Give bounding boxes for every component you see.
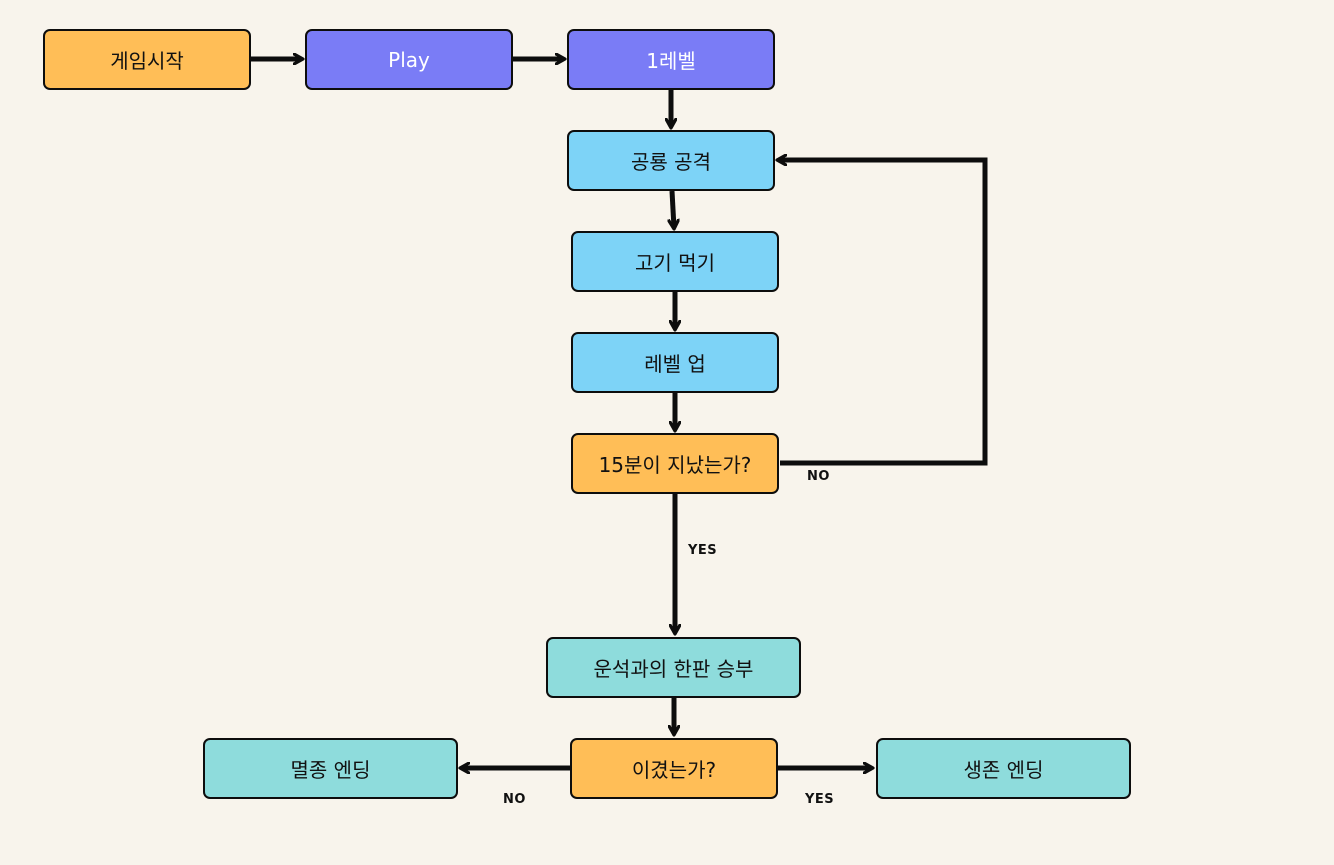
node-game-start: 게임시작 xyxy=(43,29,251,90)
node-level1-label: 1레벨 xyxy=(646,49,696,73)
node-won-check-label: 이겼는가? xyxy=(631,758,717,782)
node-survival-ending-label: 생존 엔딩 xyxy=(963,758,1044,782)
node-meteor-battle: 운석과의 한판 승부 xyxy=(546,637,801,698)
node-level-up-label: 레벨 업 xyxy=(644,352,706,376)
node-meteor-battle-label: 운석과의 한판 승부 xyxy=(593,657,754,681)
arrow-check-no-loop xyxy=(778,160,988,466)
edge-label-check-yes: YES xyxy=(688,543,718,558)
node-extinction-ending-label: 멸종 엔딩 xyxy=(290,758,371,782)
arrow-attack-to-eat xyxy=(672,190,674,228)
node-dinosaur-attack-label: 공룡 공격 xyxy=(631,150,711,174)
node-game-start-label: 게임시작 xyxy=(110,49,184,73)
node-eat-meat: 고기 먹기 xyxy=(571,231,779,292)
node-level1: 1레벨 xyxy=(567,29,775,90)
node-level-up: 레벨 업 xyxy=(571,332,779,393)
node-15min-check-label: 15분이 지났는가? xyxy=(598,453,752,477)
edge-label-won-no: NO xyxy=(503,792,526,807)
node-play: Play xyxy=(305,29,513,90)
node-won-check: 이겼는가? xyxy=(570,738,778,799)
node-dinosaur-attack: 공룡 공격 xyxy=(567,130,775,191)
edge-label-won-yes: YES xyxy=(805,792,835,807)
node-play-label: Play xyxy=(388,47,430,72)
edge-label-check-no: NO xyxy=(807,469,830,484)
node-15min-check: 15분이 지났는가? xyxy=(571,433,779,494)
node-extinction-ending: 멸종 엔딩 xyxy=(203,738,458,799)
node-survival-ending: 생존 엔딩 xyxy=(876,738,1131,799)
node-eat-meat-label: 고기 먹기 xyxy=(635,251,715,275)
